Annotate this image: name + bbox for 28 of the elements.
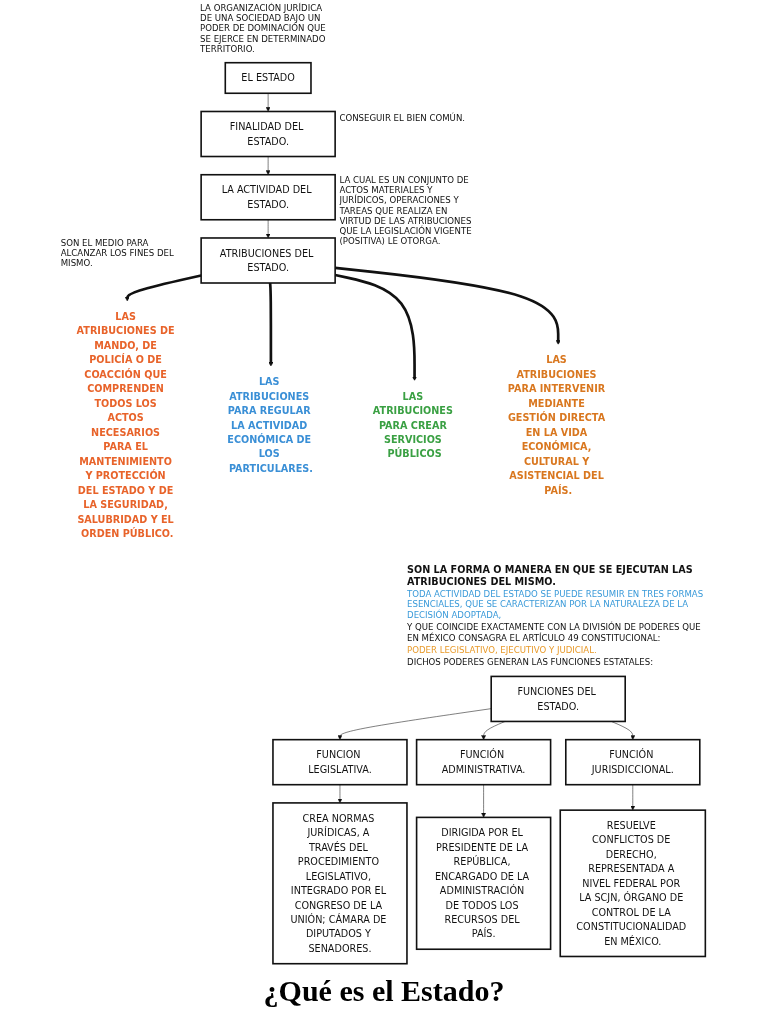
node-box: FUNCIONES DEL ESTADO. [490,675,626,723]
node-text: LAS ATRIBUCIONES DE MANDO, DE POLICÍA O DE COACCIÓN QUE COMPRENDEN TODOS LOS ACTOS NECESARIOS PARA EL MANTENIMIENTO Y PROTECCIÓN DEL ESTADO Y DE LA SEGURIDAD, SALUBRIDAD Y EL ORDEN PÚBLICO. [76,310,175,540]
node-box: RESUELVE CONFLICTOS DE DERECHO, REPRESENTADA A NIVEL FEDERAL POR LA SCJN, ÓRGANO DE CONTROL DE LA CONSTITUCIONALIDAD EN MÉXICO. [559,809,707,958]
note-text: LA CUAL ES UN CONJUNTO DE ACTOS MATERIALES Y JURÍDICOS, OPERACIONES Y TAREAS QUE REALIZA EN VIRTUD DE LAS ATRIBUCIONES QUE LA LEGISLACIÓN VIGENTE (POSITIVA) LE OTORGA. [339,174,473,247]
node-box: DIRIGIDA POR EL PRESIDENTE DE LA REPÚBLICA, ENCARGADO DE LA ADMINISTRACIÓN DE TODOS LOS RECURSOS DEL PAÍS. [415,816,552,951]
node-box: FUNCION LEGISLATIVA. [272,738,408,786]
arrow [335,266,561,345]
note-text: SON LA FORMA O MANERA EN QUE SE EJECUTAN LAS ATRIBUCIONES DEL MISMO. [407,563,694,587]
arrow [124,274,202,302]
note-text: TODA ACTIVIDAD DEL ESTADO SE PUEDE RESUMIR EN TRES FORMAS ESENCIALES, QUE SE CARACTERIZAN POR LA NATURALEZA DE LA DECISIÓN ADOPTADA, [407,589,705,620]
node-text: LAS ATRIBUCIONES PARA INTERVENIR MEDIANTE GESTIÓN DIRECTA EN LA VIDA ECONÓMICA, CULTURAL Y ASISTENCIAL DEL PAÍS. [507,354,606,496]
node-box: CREA NORMAS JURÍDICAS, A TRAVÉS DEL PROCEDIMIENTO LEGISLATIVO, INTEGRADO POR EL CONGRESO DE LA UNIÓN; CÁMARA DE DIPUTADOS Y SENADORES. [272,802,408,965]
node-box: ATRIBUCIONES DEL ESTADO. [200,237,336,284]
arrow [268,282,274,367]
node-box: FUNCIÓN JURISDICCIONAL. [565,738,701,786]
note-text: CONSEGUIR EL BIEN COMÚN. [339,112,466,123]
node-box: EL ESTADO [224,61,312,95]
node-text: LAS ATRIBUCIONES PARA CREAR SERVICIOS PÚBLICOS [372,390,453,460]
note-text: DICHOS PODERES GENERAN LAS FUNCIONES ESTATALES: [407,657,655,668]
note-text: SON EL MEDIO PARA ALCANZAR LOS FINES DEL MISMO. [60,237,175,269]
note-text: Y QUE COINCIDE EXACTAMENTE CON LA DIVISIÓN DE PODERES QUE EN MÉXICO CONSAGRA EL ARTÍCULO 49 CONSTITUCIONAL: [407,622,702,643]
node-box: LA ACTIVIDAD DEL ESTADO. [200,173,336,221]
node-box: FINALIDAD DEL ESTADO. [200,110,336,158]
node-box: FUNCIÓN ADMINISTRATIVA. [415,738,552,786]
note-text: PODER LEGISLATIVO, EJECUTIVO Y JUDICIAL. [407,644,598,656]
node-text: LAS ATRIBUCIONES PARA REGULAR LA ACTIVIDAD ECONÓMICA DE LOS PARTICULARES. [227,376,313,475]
caption: ¿Qué es el Estado? [263,974,505,1008]
note-text: LA ORGANIZACIÓN JURÍDICA DE UNA SOCIEDAD BAJO UN PODER DE DOMINACIÓN QUE SE EJERCE EN DETERMINADO TERRITORIO. [200,2,327,55]
